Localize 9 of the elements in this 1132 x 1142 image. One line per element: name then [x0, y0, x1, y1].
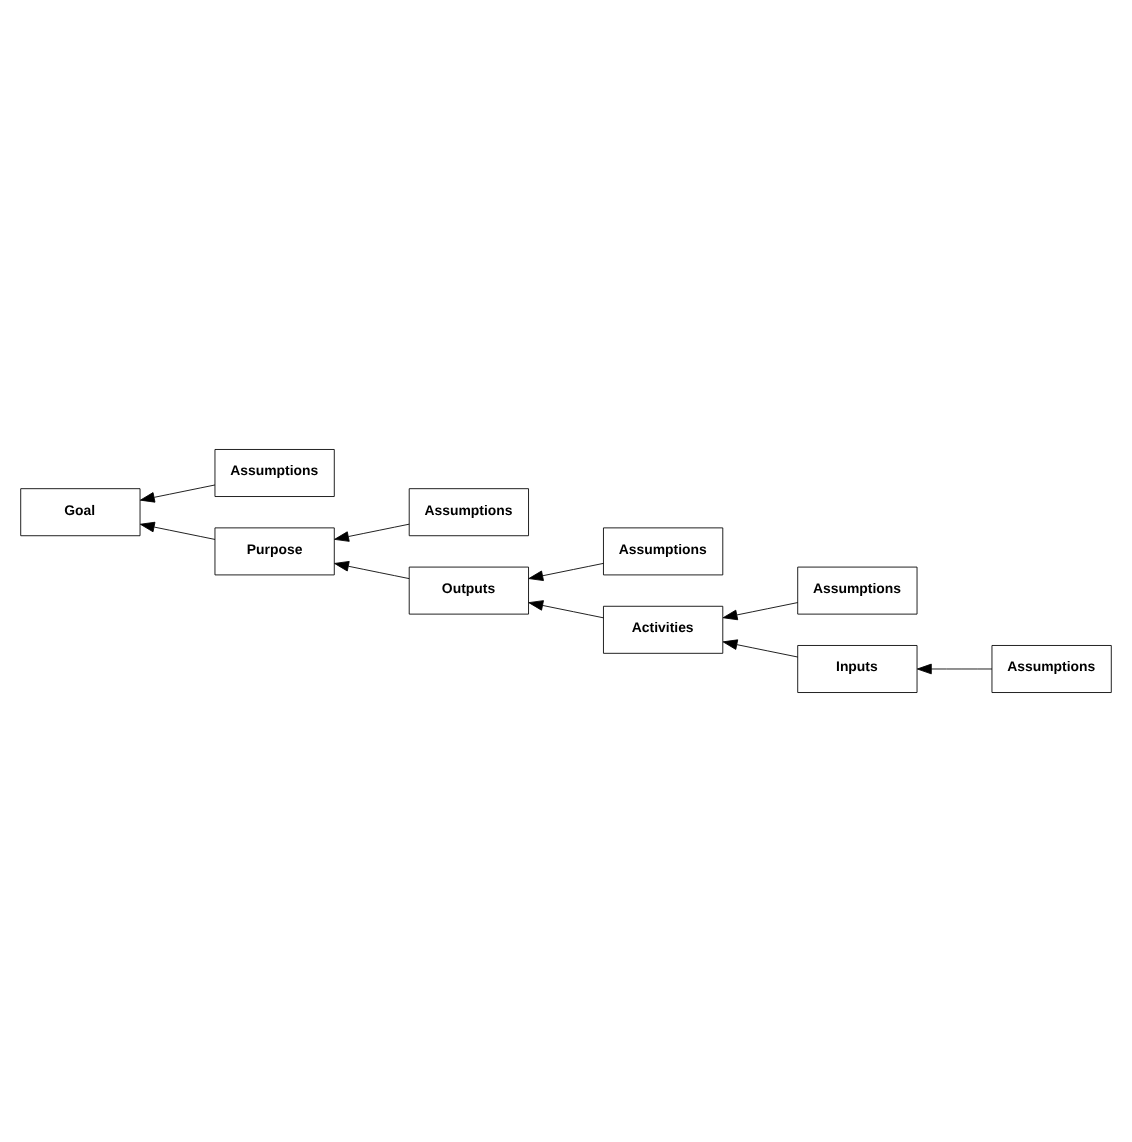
arrow — [722, 639, 799, 658]
arrow — [528, 600, 604, 619]
arrow — [139, 521, 216, 540]
arrow — [139, 484, 216, 503]
arrow — [528, 562, 604, 581]
arrow — [916, 663, 993, 675]
arrow — [334, 561, 410, 580]
arrow — [722, 602, 799, 621]
arrow — [334, 523, 410, 542]
